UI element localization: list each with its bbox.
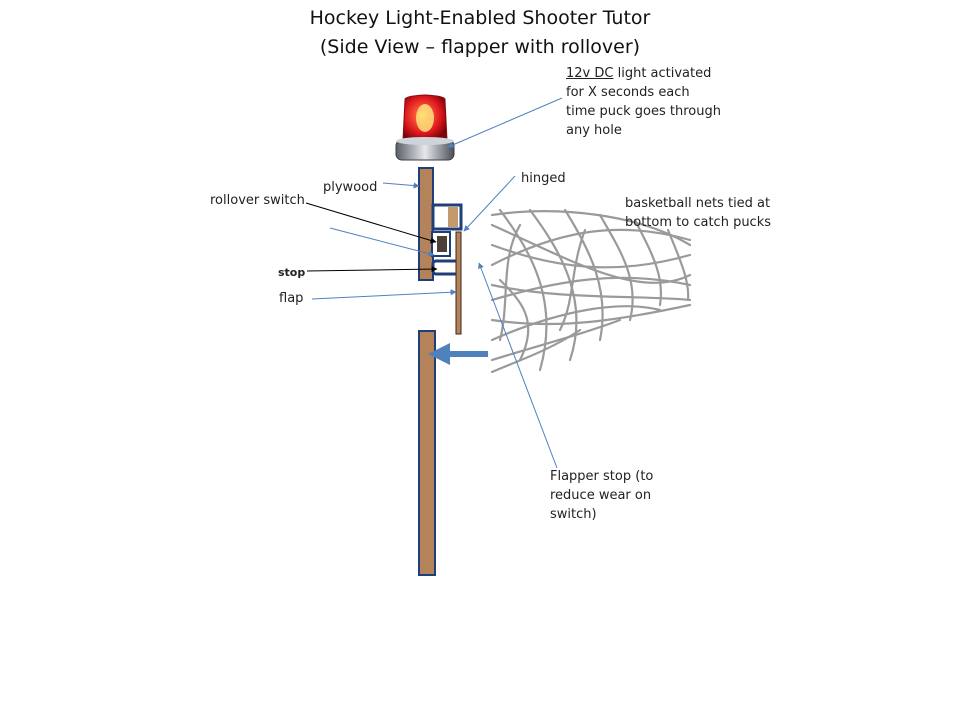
puck-direction-arrow-icon [428,343,488,365]
flapper-stop-leader-line [478,262,558,469]
plywood-label: plywood [323,180,378,195]
rotating-beacon-light-icon [395,94,455,161]
flap-leader-line [311,289,457,300]
rollover-switch [431,231,451,257]
stop-leader-line [306,266,438,273]
hinge-wood-piece [448,207,458,227]
light-label-line2: for X seconds each [566,85,690,100]
light-label-line3: time puck goes through [566,104,721,119]
upper-plywood-board [418,167,434,281]
flapper-stop-label: Flapper stop (to reduce wear on switch) [550,467,653,524]
light-voltage-text: 12v DC [566,66,614,81]
rollover-secondary-leader-line [329,227,435,257]
lower-plywood-board [418,330,436,576]
light-label-line1: 12v DC light activated [566,64,721,83]
rollover-switch-label: rollover switch [210,193,305,208]
plywood-leader-line [382,182,420,189]
light-label-line1-rest: light activated [613,66,712,81]
flapper-stop-label-line1: Flapper stop (to [550,469,654,484]
stop-label: stop [278,266,306,279]
nets-label-line1: basketball nets tied at [625,196,771,211]
flap-label: flap [279,291,304,306]
hinged-leader-line [463,175,516,232]
flap [455,231,462,335]
flapper-stop-label-line2: reduce wear on [550,488,652,503]
light-label-line4: any hole [566,123,622,138]
diagram-title: Hockey Light-Enabled Shooter Tutor [309,7,651,29]
flapper-stop-label-line3: switch) [550,507,597,522]
rollover-switch-leader-line [305,202,437,244]
diagram-subtitle: (Side View – flapper with rollover) [319,36,641,58]
stop-block [431,259,461,276]
nets-label: basketball nets tied at bottom to catch … [625,194,771,232]
light-leader-line [447,97,563,148]
hinged-label: hinged [521,171,566,186]
basketball-net-icon [490,208,692,374]
nets-label-line2: bottom to catch pucks [625,215,772,230]
light-label: 12v DC light activated for X seconds eac… [566,64,721,140]
